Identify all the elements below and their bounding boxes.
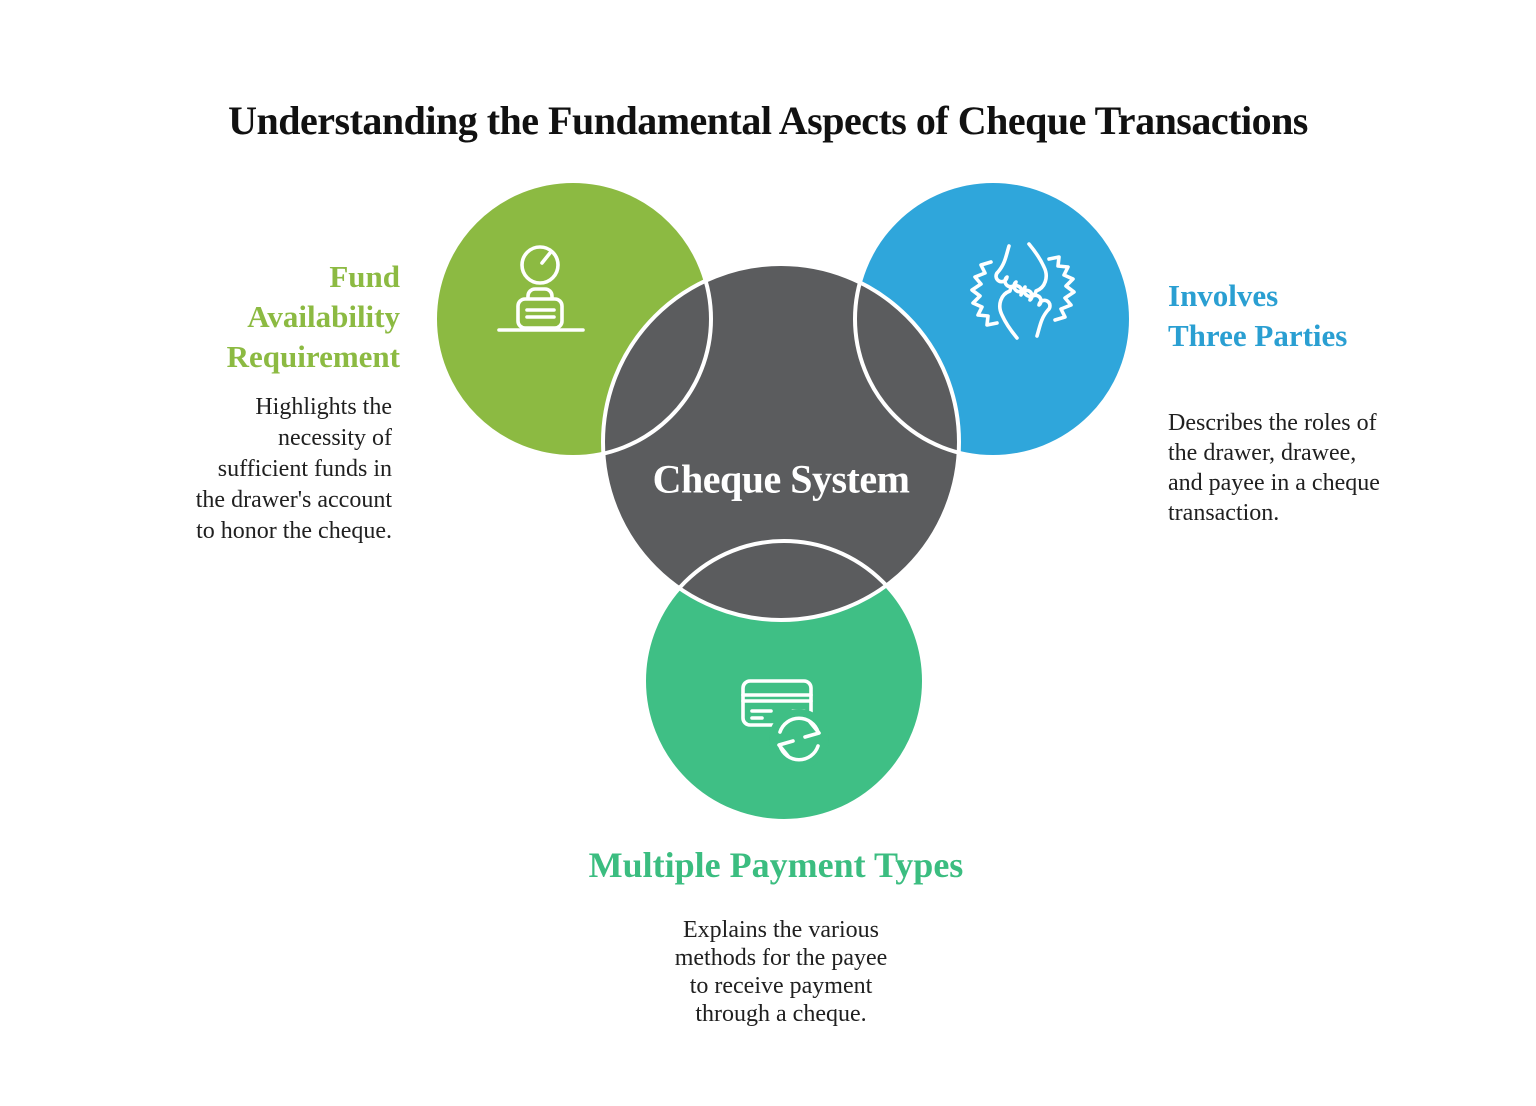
hand-outline [994, 242, 1048, 298]
gauge-needle [540, 251, 552, 265]
body-line: to receive payment [689, 973, 873, 999]
sleeve-burst [970, 260, 999, 327]
body-line: the drawer, drawee, [1168, 440, 1357, 466]
body-line: and payee in a cheque [1168, 470, 1380, 496]
heading-line: Involves [1168, 278, 1279, 313]
parties-circle-rim [853, 179, 1133, 459]
body-line: sufficient funds in [217, 456, 392, 482]
body-line: to honor the cheque. [196, 518, 392, 544]
center-circle [601, 262, 961, 622]
refresh-arrowhead-bottom [777, 739, 795, 758]
overlap-arcs [433, 179, 1133, 823]
card-refresh-icon [741, 679, 829, 769]
fund-description: Highlights the necessity of sufficient f… [118, 392, 392, 547]
heading-line: Fund [329, 259, 400, 294]
body-line: necessity of [278, 425, 392, 451]
heading-line: Three Parties [1168, 318, 1348, 353]
body-line: Describes the roles of [1168, 410, 1377, 436]
heading-line: Multiple Payment Types [588, 845, 964, 885]
hands-collaboration-icon [970, 242, 1076, 340]
gauge-briefcase-icon [497, 245, 585, 332]
body-line: Explains the various [683, 917, 879, 943]
body-line: Highlights the [255, 394, 392, 420]
body-line: the drawer's account [195, 487, 392, 513]
payments-description: Explains the various methods for the pay… [381, 916, 1181, 1028]
body-line: through a cheque. [695, 1001, 867, 1027]
heading-line: Availability [247, 299, 400, 334]
fund-heading: Fund Availability Requirement [118, 257, 400, 377]
briefcase-body [516, 297, 564, 330]
refresh-arrowhead-top [803, 720, 821, 739]
page-title: Understanding the Fundamental Aspects of… [228, 98, 1308, 143]
body-line: transaction. [1168, 500, 1280, 526]
fund-circle-rim [433, 179, 713, 459]
heading-line: Requirement [226, 339, 400, 374]
body-line: methods for the payee [674, 945, 888, 971]
parties-heading: Involves Three Parties [1168, 276, 1488, 356]
parties-description: Describes the roles of the drawer, drawe… [1168, 408, 1468, 528]
payments-heading: Multiple Payment Types [376, 843, 1176, 887]
gauge-dial [520, 245, 560, 285]
hand-upper [970, 242, 1048, 327]
payments-circle-rim [642, 539, 926, 823]
center-label: Cheque System [652, 456, 910, 502]
